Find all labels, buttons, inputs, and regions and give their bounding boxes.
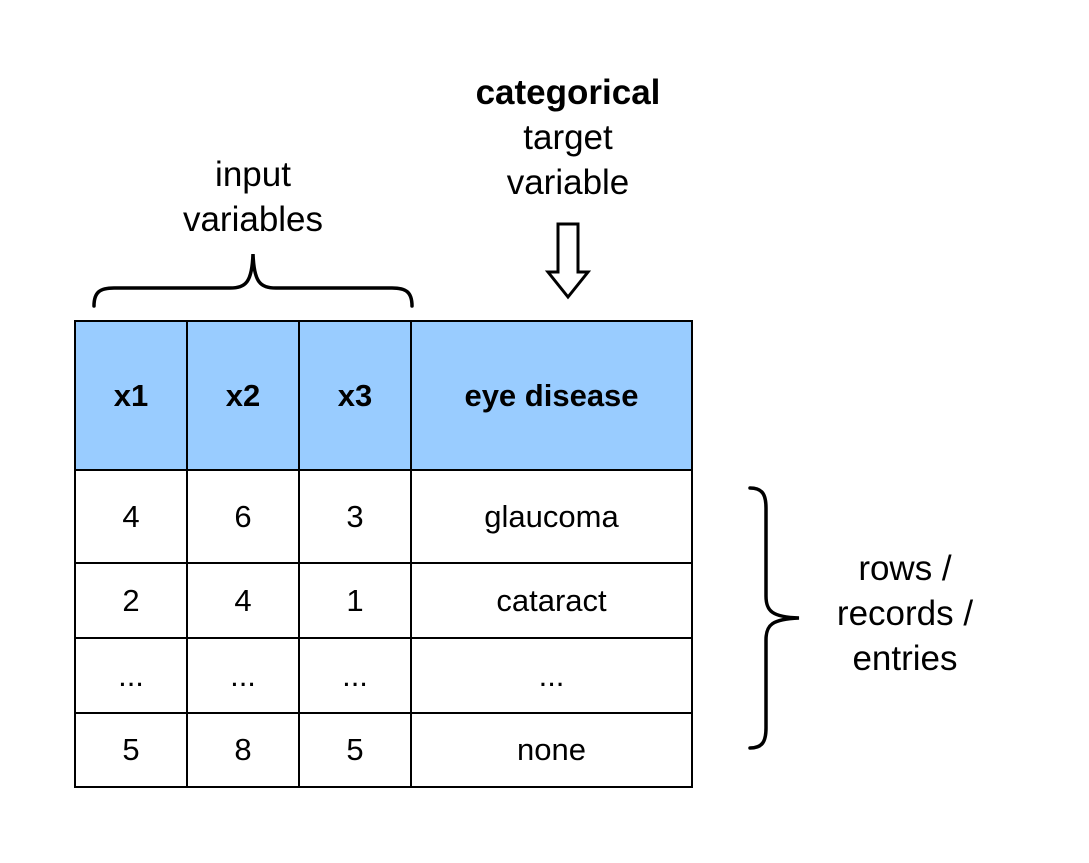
input-variables-brace (92, 253, 414, 308)
table-cell: ... (74, 637, 188, 714)
table-header-row: x1 x2 x3 eye disease (74, 320, 693, 471)
table-cell: 5 (74, 712, 188, 788)
rows-label-line-1: rows / (858, 549, 952, 588)
table-row: 4 6 3 glaucoma (74, 469, 693, 564)
target-variable-label: categorical target variable (418, 70, 718, 205)
rows-brace (748, 486, 800, 750)
table-cell: 4 (186, 562, 300, 639)
column-header-x2: x2 (186, 320, 300, 471)
rows-label-line-2: records / (836, 594, 974, 633)
table-cell: ... (186, 637, 300, 714)
input-label-line-2: variables (182, 200, 324, 239)
table-cell: 1 (298, 562, 412, 639)
rows-label: rows / records / entries (805, 546, 1005, 681)
table-cell: 6 (186, 469, 300, 564)
table-cell: none (410, 712, 693, 788)
target-label-line-2: target (523, 118, 613, 157)
table-row: 5 8 5 none (74, 712, 693, 788)
input-label-line-1: input (215, 155, 291, 194)
table-row: ... ... ... ... (74, 637, 693, 714)
table-cell: ... (410, 637, 693, 714)
table-cell: 8 (186, 712, 300, 788)
table-cell: cataract (410, 562, 693, 639)
target-label-line-1: categorical (475, 73, 661, 112)
target-label-line-3: variable (506, 163, 630, 202)
table-cell: 4 (74, 469, 188, 564)
table-row: 2 4 1 cataract (74, 562, 693, 639)
rows-label-line-3: entries (852, 639, 958, 678)
table-cell: 5 (298, 712, 412, 788)
table-cell: 2 (74, 562, 188, 639)
table-cell: 3 (298, 469, 412, 564)
table-cell: ... (298, 637, 412, 714)
column-header-x1: x1 (74, 320, 188, 471)
data-table: x1 x2 x3 eye disease 4 6 3 glaucoma 2 4 … (74, 320, 693, 788)
column-header-eye-disease: eye disease (410, 320, 693, 471)
column-header-x3: x3 (298, 320, 412, 471)
down-arrow-icon (544, 222, 592, 300)
table-cell: glaucoma (410, 469, 693, 564)
input-variables-label: input variables (103, 152, 403, 242)
